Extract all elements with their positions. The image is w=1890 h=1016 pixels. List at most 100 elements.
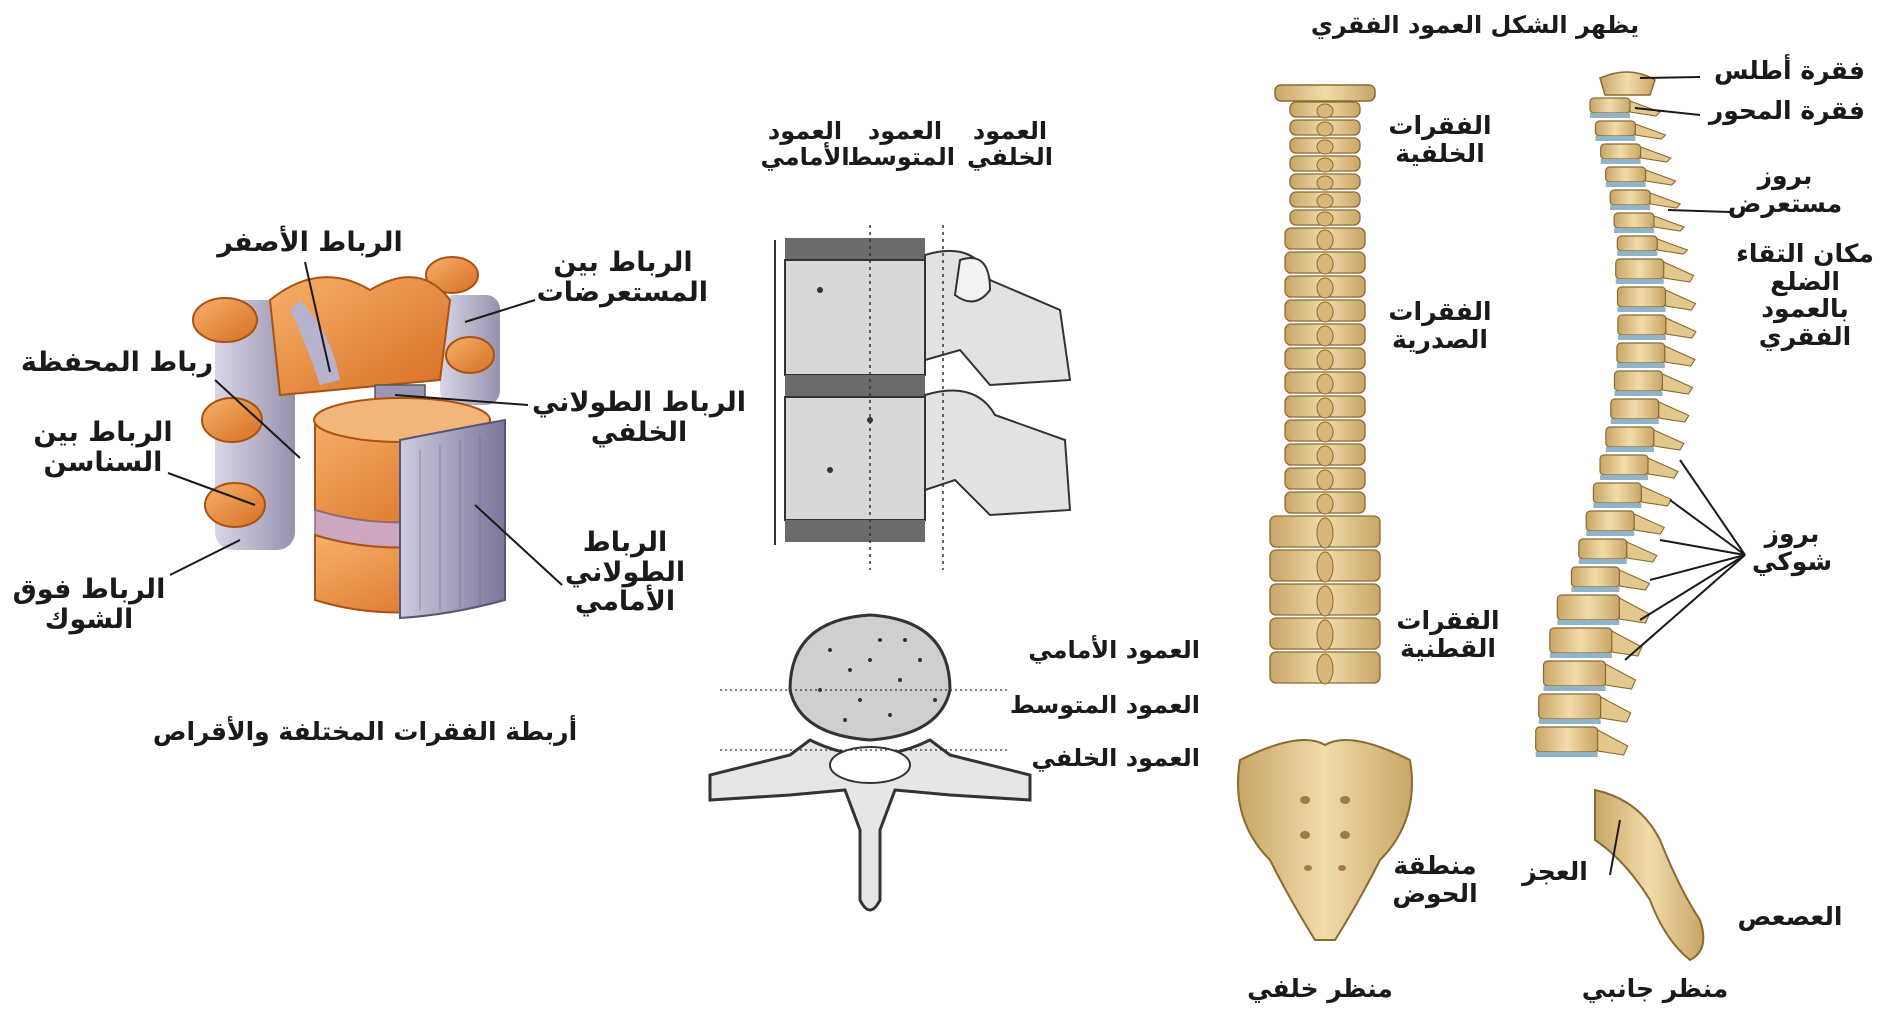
label-ligamentum-flavum: الرباط الأصفر <box>217 227 403 258</box>
back-spinous-process <box>1316 325 1334 347</box>
back-label-thoracic: الفقرات الصدرية <box>1388 297 1492 354</box>
side-intervertebral-disc <box>1549 653 1612 658</box>
back-spinous-process <box>1316 301 1334 323</box>
side-intervertebral-disc <box>1605 182 1646 187</box>
side-vertebra-body <box>1616 286 1667 308</box>
back-spinous-process <box>1316 103 1334 119</box>
side-spinous-process <box>1597 729 1629 756</box>
side-spinous-process <box>1600 696 1632 723</box>
side-spinous-process <box>1618 597 1651 624</box>
side-spinous-process <box>1664 289 1697 311</box>
back-spinous-process <box>1316 121 1334 137</box>
side-vertebra-body <box>1615 258 1665 280</box>
side-spinous-process <box>1640 146 1672 163</box>
side-vertebra-body <box>1600 143 1642 160</box>
spinal-columns-top-view <box>708 613 1032 912</box>
side-vertebra-body <box>1570 566 1621 588</box>
side-spinous-process <box>1653 215 1686 232</box>
side-intervertebral-disc <box>1610 205 1651 210</box>
side-spinous-process <box>1633 513 1666 535</box>
side-intervertebral-disc <box>1617 335 1666 340</box>
top-label-posterior-column: العمود الخلفي <box>1031 744 1200 772</box>
back-view-caption: منظر خلفي <box>1247 974 1393 1003</box>
label-posterior-longitudinal-ligament: الرباط الطولاني الخلفي <box>531 387 747 448</box>
side-vertebra-body <box>1578 538 1628 560</box>
side-spinous-process <box>1626 541 1658 563</box>
ligaments-vertebra-illustration <box>192 256 506 620</box>
side-spinous-process <box>1604 663 1637 690</box>
back-spinous-process <box>1316 211 1334 227</box>
back-spinous-process <box>1316 421 1334 443</box>
side-intervertebral-disc <box>1578 559 1627 564</box>
side-vertebra-body <box>1538 693 1602 720</box>
side-vertebra-body <box>1592 482 1642 504</box>
side-vertebra-body <box>1556 594 1620 621</box>
spinal-columns-side-view <box>774 225 1072 570</box>
side-intervertebral-disc <box>1617 251 1658 256</box>
side-vertebra-body <box>1610 398 1660 420</box>
side-vertebra-body <box>1549 627 1613 654</box>
side-label-transverse-process: بروز مستعرض <box>1727 161 1843 218</box>
side-label-axis: فقرة المحور <box>1708 96 1865 125</box>
side-intervertebral-disc <box>1614 391 1663 396</box>
back-spinous-process <box>1316 277 1334 299</box>
ligament-leader-lines <box>167 261 563 586</box>
side-intervertebral-disc <box>1593 503 1642 508</box>
back-spinous-process <box>1316 397 1334 419</box>
side-vertebra-body <box>1609 189 1651 206</box>
back-label-lumbar: الفقرات القطنية <box>1396 606 1500 663</box>
side-vertebra-body <box>1542 660 1607 687</box>
side-vertebra-body <box>1599 454 1649 476</box>
side-intervertebral-disc <box>1614 228 1655 233</box>
side-intervertebral-disc <box>1557 620 1620 625</box>
back-spinous-process <box>1316 585 1334 617</box>
top-label-middle-column: العمود المتوسط <box>1009 691 1200 719</box>
back-spinous-process <box>1316 469 1334 491</box>
side-vertebra-body <box>1616 342 1666 364</box>
label-supraspinous-ligament: الرباط فوق الشوك <box>12 574 166 635</box>
side-vertebra-body <box>1589 97 1631 114</box>
side-spinous-process <box>1656 238 1689 255</box>
side-vertebra-body <box>1616 235 1658 252</box>
back-spinous-process <box>1316 517 1334 549</box>
spine-side-view <box>1535 71 1705 962</box>
side-label-middle-column: العمود المتوسط <box>847 117 955 172</box>
back-spinous-process <box>1316 193 1334 209</box>
back-spinous-process <box>1316 349 1334 371</box>
side-spinous-process <box>1663 261 1695 283</box>
label-interspinous-ligament: الرباط بين السناسن <box>33 417 173 478</box>
spine-back-view <box>1237 84 1413 941</box>
side-intervertebral-disc <box>1617 307 1666 312</box>
side-vertebra-body <box>1585 510 1635 532</box>
side-intervertebral-disc <box>1600 159 1641 164</box>
side-spinous-process <box>1647 457 1679 479</box>
side-spinous-process <box>1640 485 1673 507</box>
ligaments-caption: أربطة الفقرات المختلفة والأقراص <box>152 717 578 746</box>
side-vertebra-body <box>1613 370 1664 392</box>
side-spinous-process <box>1611 630 1643 657</box>
side-spinous-process <box>1618 569 1651 591</box>
back-spinous-process <box>1316 445 1334 467</box>
side-label-coccyx: العصعص <box>1737 902 1843 931</box>
side-vertebra-body <box>1605 426 1655 448</box>
side-intervertebral-disc <box>1615 279 1664 284</box>
label-capsular-ligament: رباط المحفظة <box>20 347 214 378</box>
side-spinous-process <box>1658 401 1690 423</box>
side-label-anterior-column: العمود الأمامي <box>760 117 850 172</box>
back-spinous-process <box>1316 653 1334 685</box>
side-label-sacrum: العجز <box>1522 857 1588 886</box>
side-intervertebral-disc <box>1605 447 1654 452</box>
side-intervertebral-disc <box>1616 363 1665 368</box>
label-intertransverse-ligament: الرباط بين المستعرضات <box>536 247 708 308</box>
side-vertebra-body <box>1613 212 1655 229</box>
back-spinous-process <box>1316 373 1334 395</box>
side-vertebra-body <box>1617 314 1667 336</box>
back-label-pelvis: منطقة الحوض <box>1392 851 1478 908</box>
side-spinous-process <box>1661 373 1694 395</box>
side-intervertebral-disc <box>1590 113 1630 118</box>
back-spinous-process <box>1316 229 1334 251</box>
back-spinous-process <box>1316 253 1334 275</box>
side-intervertebral-disc <box>1571 587 1620 592</box>
side-spinous-process <box>1653 429 1685 451</box>
